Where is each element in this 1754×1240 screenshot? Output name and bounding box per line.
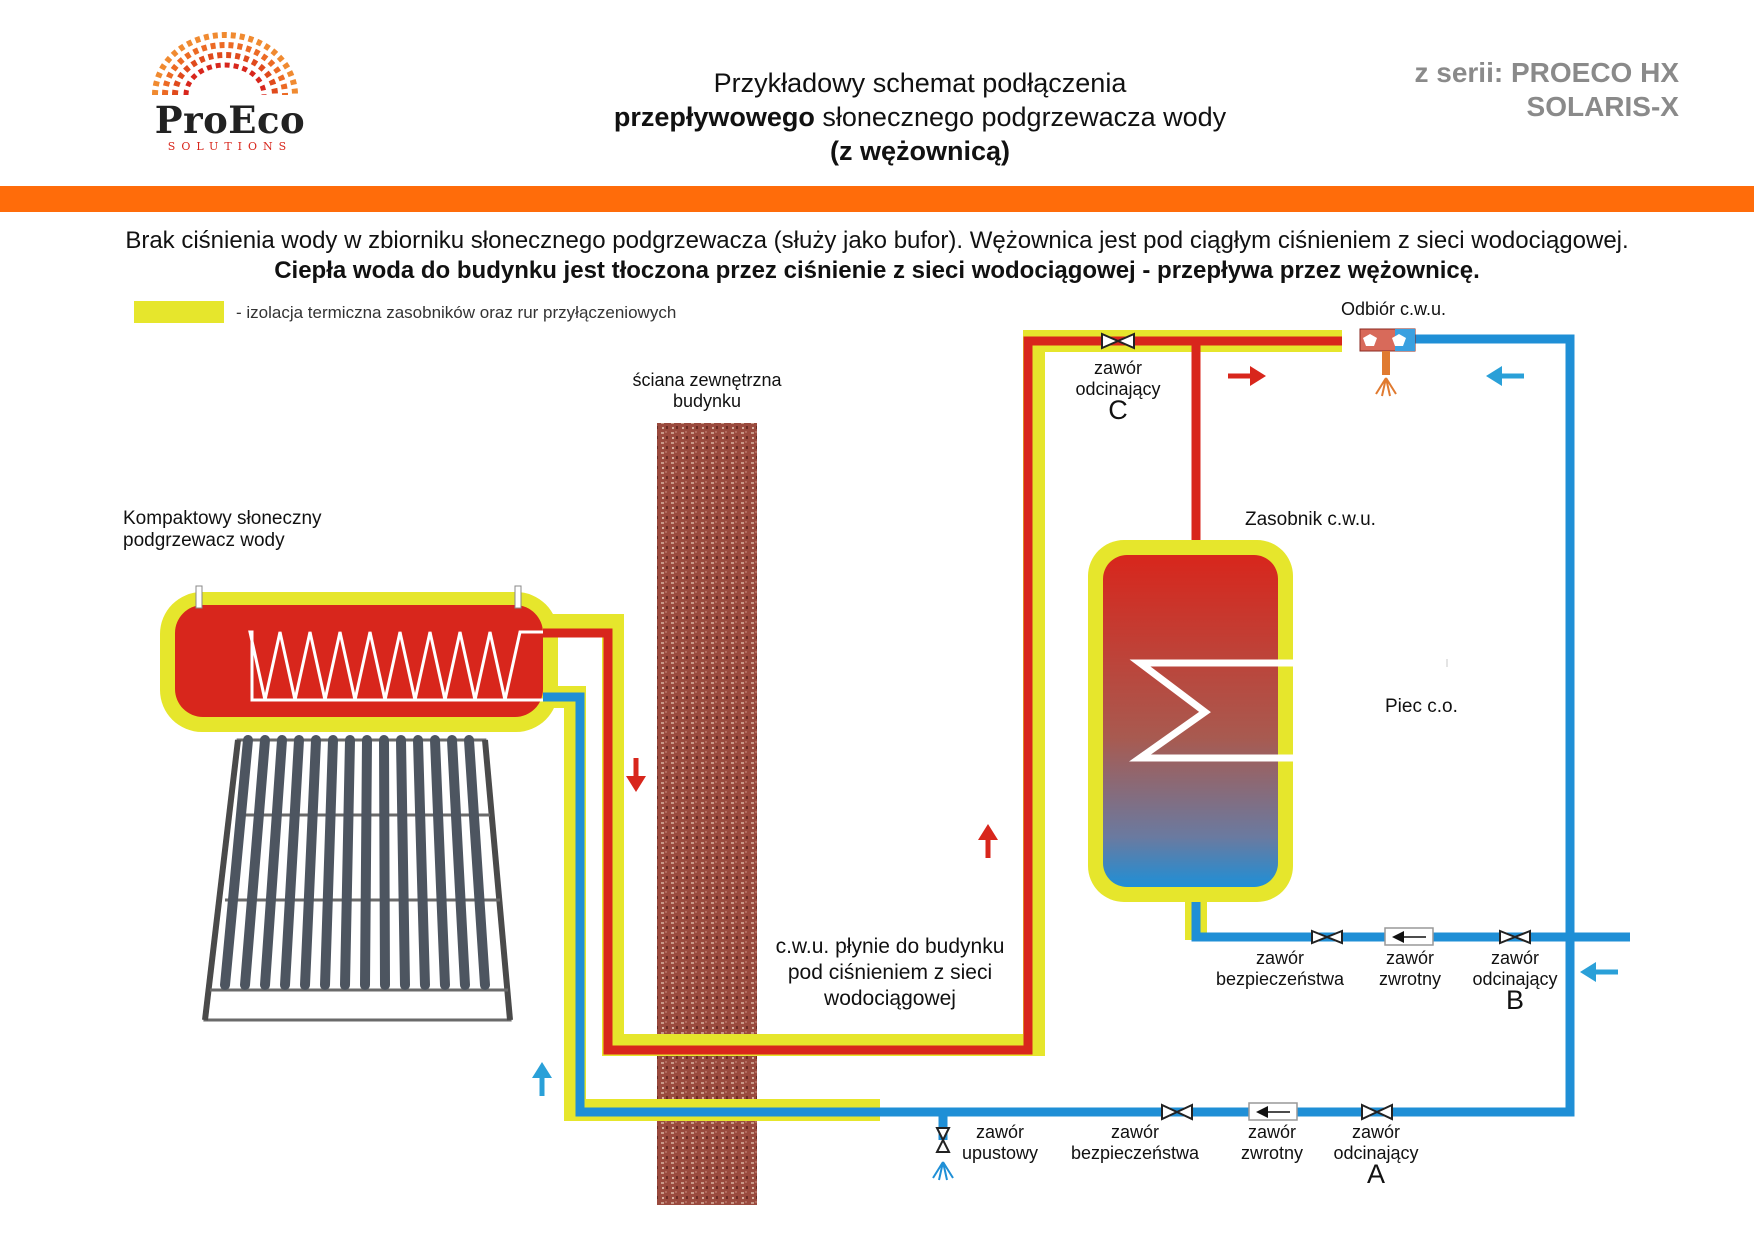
- logo-tagline: SOLUTIONS: [167, 140, 293, 153]
- title-line-3: (z wężownicą): [829, 136, 1011, 166]
- logo-brand: ProEco: [154, 98, 306, 142]
- valve-c-icon: [1101, 332, 1121, 350]
- title-line-2-bold: przepływowego: [613, 102, 815, 132]
- wall-label: ściana zewnętrzna budynku: [607, 370, 807, 412]
- valve-c-label: zawór odcinający C: [1048, 358, 1188, 425]
- valve-c-line-1: zawór: [1093, 358, 1142, 378]
- flow-arrow-cold-left-mid-icon: [1580, 962, 1618, 982]
- valve-b-safety-line-2: bezpieczeństwa: [1215, 969, 1345, 989]
- check-valve-icons: [1248, 927, 1434, 1121]
- heater-label: Kompaktowy słoneczny podgrzewacz wody: [123, 508, 322, 552]
- valve-a-safety-icon: [1161, 1103, 1180, 1121]
- valve-a-check-label: zawór zwrotny: [1222, 1122, 1322, 1164]
- valve-b-safety-icon: [1311, 929, 1330, 945]
- flow-line-1: c.w.u. płynie do budynku: [775, 935, 1005, 958]
- valve-a-shutoff-line-2: odcinający: [1333, 1143, 1419, 1163]
- logo-sun-icon: [152, 32, 298, 96]
- flow-line-3: wodociągowej: [824, 987, 956, 1010]
- flow-arrow-hot-down-icon: [626, 758, 646, 792]
- valve-a-drain-line-2: upustowy: [961, 1143, 1039, 1163]
- valve-b-shutoff-icon: [1499, 929, 1518, 945]
- title-line-1: Przykładowy schemat podłączenia: [713, 68, 1127, 98]
- valve-a-letter: A: [1366, 1159, 1385, 1189]
- logo: ProEco SOLUTIONS: [150, 98, 310, 153]
- series-line-2: SOLARIS-X: [1526, 91, 1679, 122]
- valve-b-safety-label: zawór bezpieczeństwa: [1200, 948, 1360, 990]
- header-divider-bar: [0, 186, 1754, 212]
- legend-swatch: [134, 301, 224, 323]
- flow-description: c.w.u. płynie do budynku pod ciśnieniem …: [740, 934, 1040, 1012]
- boiler-label: Piec c.o.: [1385, 696, 1458, 717]
- hot-water-pipe: [543, 336, 1342, 1055]
- collector-tubes: [220, 735, 490, 990]
- title-line-2-rest: słonecznego podgrzewacza wody: [814, 102, 1227, 132]
- valve-a-safety-line-1: zawór: [1110, 1122, 1159, 1142]
- valve-icons: [935, 332, 1531, 1153]
- valve-a-shutoff-icon: [1361, 1103, 1380, 1121]
- valve-b-shutoff-label: zawór odcinający B: [1455, 948, 1575, 1015]
- flow-arrow-cold-up-icon: [532, 1062, 552, 1096]
- flow-arrow-hot-right-icon: [1228, 366, 1266, 386]
- valve-a-drain-line-1: zawór: [975, 1122, 1024, 1142]
- flow-line-2: pod ciśnieniem z sieci: [787, 961, 993, 984]
- valve-a-check-line-1: zawór: [1247, 1122, 1296, 1142]
- valve-drain-icon: [935, 1127, 951, 1143]
- tank-boiler-coil: [1128, 659, 1447, 762]
- wall-label-line-2: budynku: [672, 391, 742, 411]
- valve-b-letter: B: [1505, 985, 1524, 1015]
- series-label: z serii: PROECO HX SOLARIS-X: [1414, 56, 1679, 124]
- page-title: Przykładowy schemat podłączenia przepływ…: [460, 66, 1380, 168]
- flow-arrow-cold-left-top-icon: [1486, 366, 1524, 386]
- valve-b-check-label: zawór zwrotny: [1360, 948, 1460, 990]
- valve-a-safety-line-2: bezpieczeństwa: [1070, 1143, 1200, 1163]
- tank-label: Zasobnik c.w.u.: [1245, 509, 1376, 530]
- exterior-wall: [657, 423, 757, 1205]
- outlet-tap-icon: [1359, 328, 1416, 397]
- heater-label-line-2: podgrzewacz wody: [123, 530, 285, 551]
- valve-b-safety-line-1: zawór: [1255, 948, 1304, 968]
- valve-b-shutoff-line-2: odcinający: [1472, 969, 1558, 989]
- valve-b-check-line-1: zawór: [1385, 948, 1434, 968]
- valve-a-check-line-2: zwrotny: [1240, 1143, 1303, 1163]
- heater-coil: [248, 630, 545, 702]
- legend-text: - izolacja termiczna zasobników oraz rur…: [236, 303, 677, 322]
- wall-label-line-1: ściana zewnętrzna: [632, 370, 782, 390]
- intro-line-1: Brak ciśnienia wody w zbiorniku słoneczn…: [125, 227, 1629, 254]
- intro-text: Brak ciśnienia wody w zbiorniku słoneczn…: [0, 226, 1754, 286]
- drain-spray-icon: [932, 1161, 954, 1181]
- valve-a-drain-label: zawór upustowy: [950, 1122, 1050, 1164]
- flow-arrow-hot-up-icon: [978, 824, 998, 858]
- valve-b-shutoff-line-1: zawór: [1490, 948, 1539, 968]
- valve-c-line-2: odcinający: [1075, 379, 1161, 399]
- valve-a-shutoff-line-1: zawór: [1351, 1122, 1400, 1142]
- valve-a-safety-label: zawór bezpieczeństwa: [1055, 1122, 1215, 1164]
- valve-a-shutoff-label: zawór odcinający A: [1316, 1122, 1436, 1189]
- series-line-1: z serii: PROECO HX: [1414, 57, 1679, 88]
- outlet-label: Odbiór c.w.u.: [1341, 299, 1447, 319]
- intro-line-2: Ciepła woda do budynku jest tłoczona prz…: [274, 257, 1480, 284]
- valve-b-check-line-2: zwrotny: [1378, 969, 1441, 989]
- valve-c-letter: C: [1108, 395, 1128, 425]
- title-line-2: przepływowego słonecznego podgrzewacza w…: [460, 100, 1380, 134]
- heater-label-line-1: Kompaktowy słoneczny: [123, 508, 322, 529]
